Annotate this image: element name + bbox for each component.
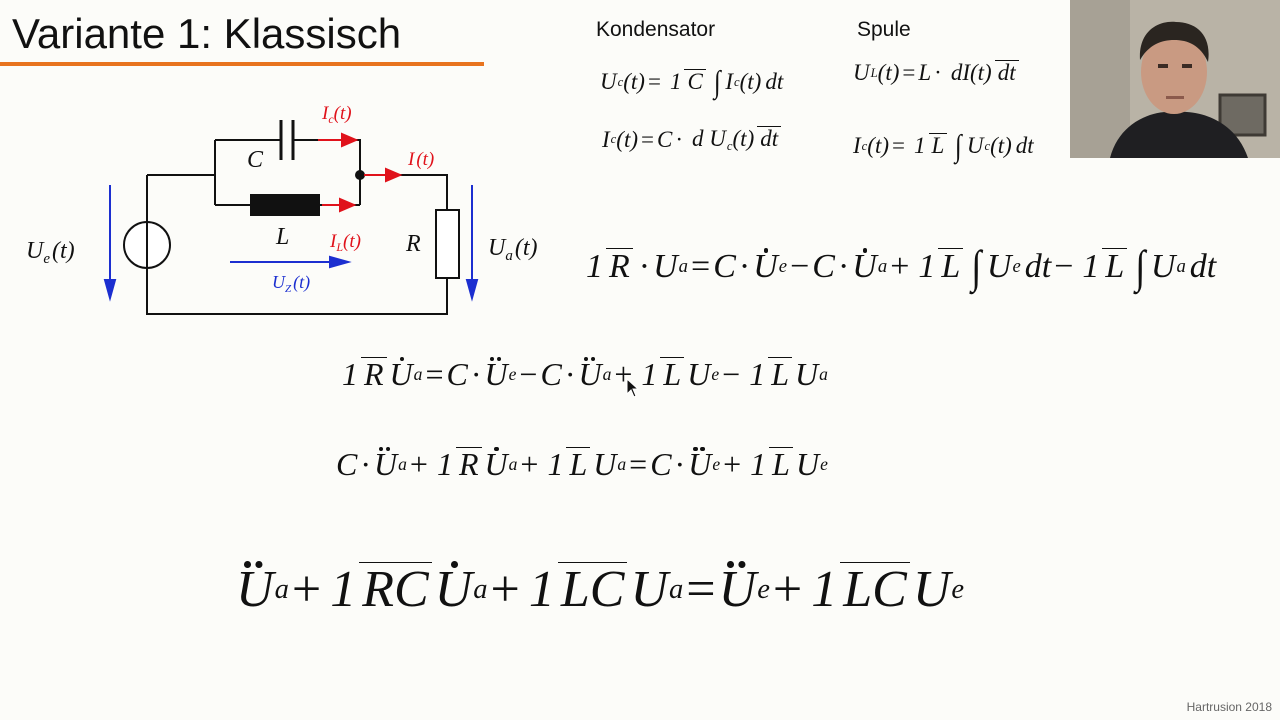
label-C: C bbox=[247, 147, 264, 173]
label-I: I(t) bbox=[407, 149, 434, 170]
label-Ue: Ue(t) bbox=[26, 238, 75, 267]
resistor-symbol bbox=[435, 209, 460, 279]
webcam-overlay bbox=[1070, 0, 1280, 158]
heading-capacitor: Kondensator bbox=[596, 18, 716, 41]
presenter-video bbox=[1070, 0, 1280, 158]
junction-node bbox=[355, 170, 365, 180]
heading-coil: Spule bbox=[857, 18, 911, 41]
label-L: L bbox=[275, 224, 289, 250]
mouse-cursor-icon bbox=[626, 378, 640, 398]
inductor-symbol bbox=[250, 194, 320, 216]
slide-title: Variante 1: Klassisch bbox=[12, 10, 402, 57]
label-Ua: Ua(t) bbox=[488, 235, 538, 264]
label-R: R bbox=[405, 231, 421, 257]
label-UZ: UZ(t) bbox=[272, 272, 310, 295]
watermark: Hartrusion 2018 bbox=[1186, 700, 1272, 714]
title-underline bbox=[0, 62, 484, 66]
label-Ic: Ic(t) bbox=[321, 103, 352, 126]
circuit-diagram: C L R Ic(t) I(t) IL(t) Ue(t) Ua(t) UZ(t) bbox=[26, 103, 538, 315]
label-IL: IL(t) bbox=[329, 231, 361, 254]
